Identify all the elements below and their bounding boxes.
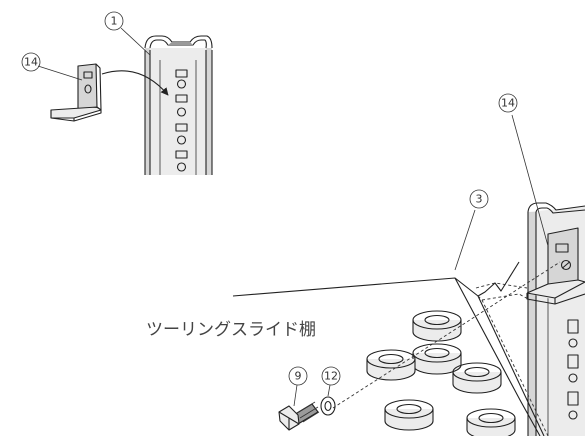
callout-3-number: 3 [476, 193, 483, 206]
callout-1: 1 [104, 11, 124, 31]
insertion-arrow [101, 70, 169, 96]
flat-washer [320, 396, 336, 416]
callout-14-top: 14 [21, 52, 41, 72]
callout-12: 12 [321, 366, 341, 386]
l-bracket-detail [50, 63, 102, 122]
callout-12-number: 12 [324, 370, 338, 383]
right-post-slots [567, 319, 579, 420]
callout-1-number: 1 [111, 15, 118, 28]
callout-14-top-number: 14 [24, 56, 38, 69]
callout-14-right: 14 [498, 93, 518, 113]
post-slot-holes [175, 69, 188, 172]
shelf-caption: ツーリングスライド棚 [146, 320, 316, 340]
touring-slide-shelf [232, 261, 549, 436]
callout-9: 9 [288, 366, 308, 386]
hex-bolt [278, 401, 320, 431]
callout-9-number: 9 [295, 370, 302, 383]
callout-14-right-number: 14 [501, 97, 515, 110]
upright-post-detail [144, 35, 213, 175]
bolt-insertion-path [332, 261, 561, 409]
callout-3: 3 [469, 189, 489, 209]
rubber-bushings [366, 310, 516, 436]
